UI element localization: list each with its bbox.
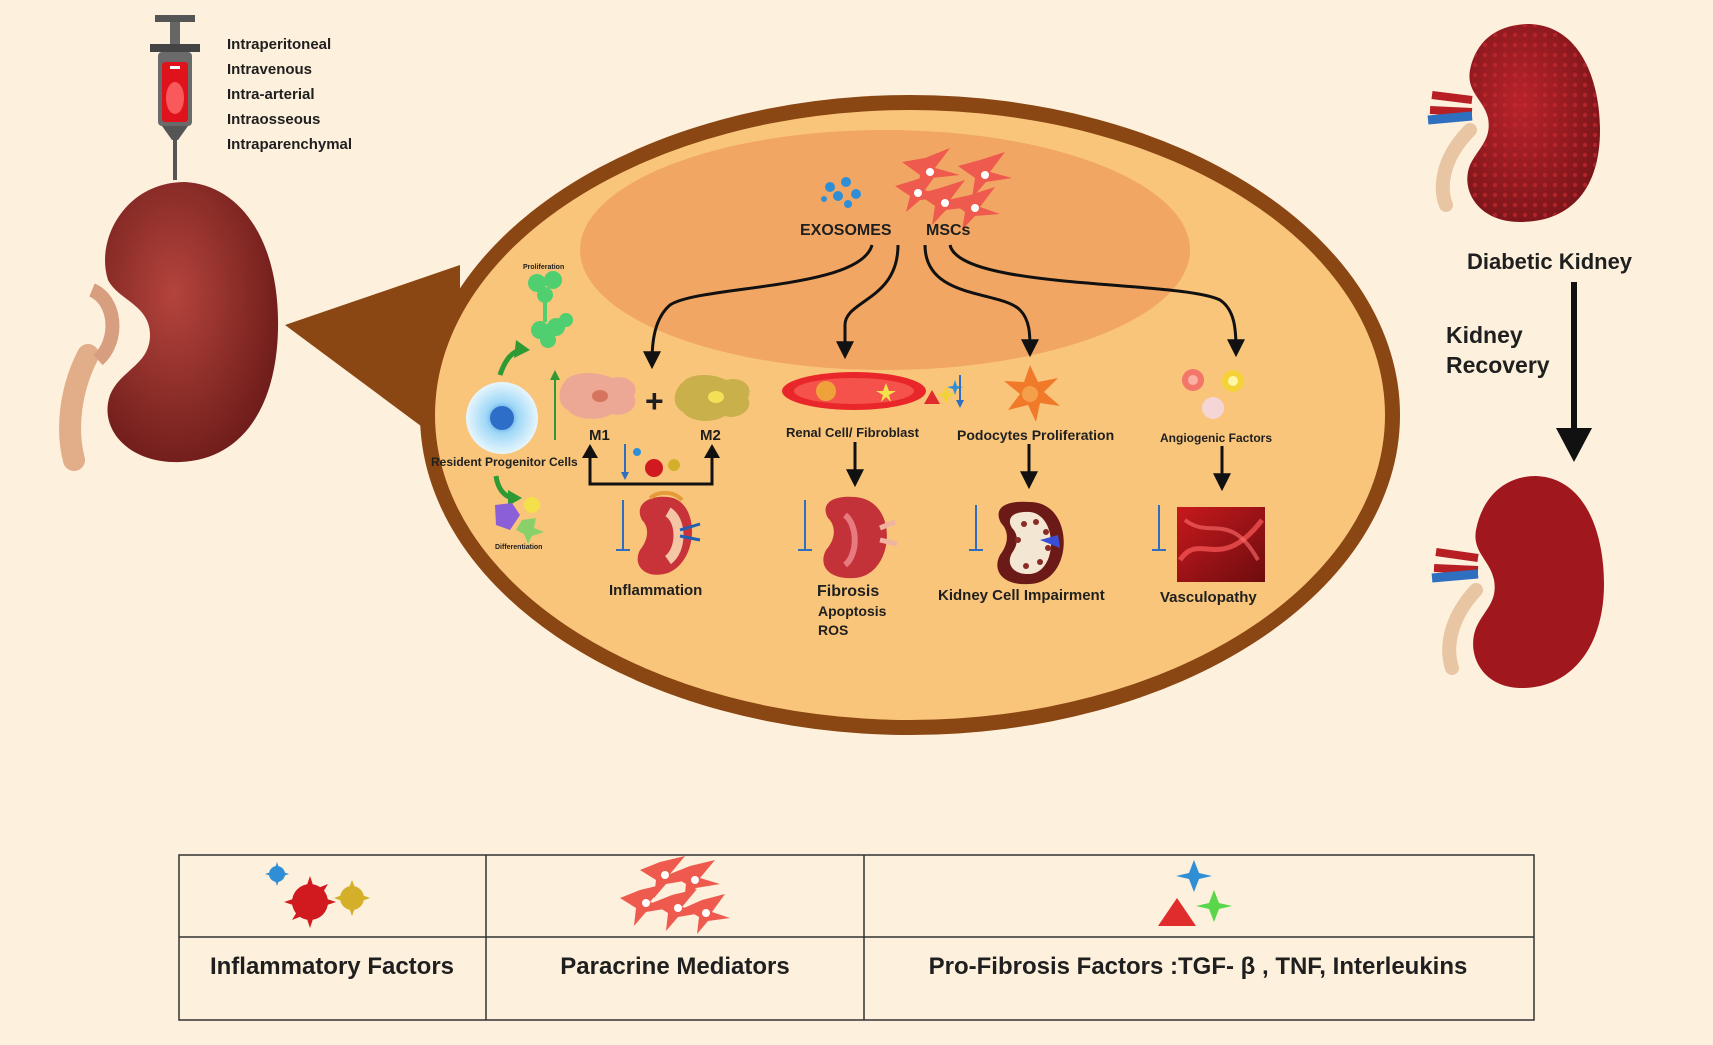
fibrotic-kidney-icon xyxy=(823,496,898,579)
route-intraparenchymal: Intraparenchymal xyxy=(227,136,352,153)
pro-fibrosis-factors-small-icon xyxy=(924,380,963,404)
m1-m2-feedback-arrow xyxy=(588,447,714,486)
source-zone xyxy=(580,130,1190,370)
legend-paracrine-mediators-icon xyxy=(620,856,730,934)
inflammation-label: Inflammation xyxy=(609,582,702,599)
plus-sign: + xyxy=(645,383,664,419)
fibrosis-label: Fibrosis xyxy=(817,583,879,600)
legend-inflammatory-factors-label: Inflammatory Factors xyxy=(210,953,454,980)
progenitor-label: Resident Progenitor Cells xyxy=(431,455,578,469)
mscs-label: MSCs xyxy=(926,222,971,239)
route-intravenous: Intravenous xyxy=(227,61,312,78)
vasculopathy-label: Vasculopathy xyxy=(1160,589,1257,606)
zoom-connector xyxy=(285,265,460,455)
exosomes-icon xyxy=(821,177,861,208)
source-arrows xyxy=(643,244,1245,370)
mscs-icon xyxy=(895,148,1012,230)
kidney-recovery-label-line1: Kidney xyxy=(1446,322,1523,348)
vasculopathy-icon xyxy=(1177,507,1265,582)
inflamed-kidney-icon xyxy=(637,491,701,575)
differentiated-cells-icon xyxy=(495,497,544,544)
angiogenic-label: Angiogenic Factors xyxy=(1160,431,1272,445)
legend-pro-fibrosis-factors-icon xyxy=(1158,860,1232,926)
progenitor-cell-icon xyxy=(466,382,538,454)
m1-macrophage-icon xyxy=(559,373,636,419)
legend-pro-fibrosis-factors-label: Pro-Fibrosis Factors :TGF- β , TNF, Inte… xyxy=(929,953,1468,980)
kidney-cell-impairment-label: Kidney Cell Impairment xyxy=(938,587,1105,604)
route-intraperitoneal: Intraperitoneal xyxy=(227,36,331,53)
differentiation-label: Differentiation xyxy=(495,544,542,551)
kidney-recovery-label-line2: Recovery xyxy=(1446,352,1550,378)
exosomes-label: EXOSOMES xyxy=(800,222,892,239)
administration-routes: Intraperitoneal Intravenous Intra-arteri… xyxy=(227,36,352,153)
legend-inflammatory-factors-icon xyxy=(265,862,370,928)
m2-macrophage-icon xyxy=(674,375,750,421)
inflammatory-factors-small-icon xyxy=(633,448,680,477)
proliferating-cells-icon xyxy=(528,271,573,348)
fibroblast-icon xyxy=(782,372,926,410)
apoptosis-label: Apoptosis xyxy=(818,603,887,619)
diabetic-kidney-label: Diabetic Kidney xyxy=(1467,249,1633,274)
legend-paracrine-mediators-label: Paracrine Mediators xyxy=(560,953,789,980)
fibroblast-label: Renal Cell/ Fibroblast xyxy=(786,425,920,440)
left-kidney-icon xyxy=(59,182,279,471)
m1-label: M1 xyxy=(589,427,610,444)
angiogenic-factors-icon xyxy=(1182,369,1244,419)
diabetic-kidney-icon xyxy=(1427,24,1600,222)
recovered-kidney-icon xyxy=(1431,476,1604,688)
syringe-icon xyxy=(150,15,200,180)
podocyte-icon xyxy=(1004,365,1060,422)
podocyte-label: Podocytes Proliferation xyxy=(957,427,1114,443)
impaired-kidney-icon xyxy=(997,501,1064,585)
route-intraosseous: Intraosseous xyxy=(227,111,320,128)
m2-label: M2 xyxy=(700,427,721,444)
route-intra-arterial: Intra-arterial xyxy=(227,86,315,103)
legend-table: Inflammatory Factors Paracrine Mediators… xyxy=(178,854,1535,1021)
ros-label: ROS xyxy=(818,622,848,638)
proliferation-label: Proliferation xyxy=(523,264,564,271)
